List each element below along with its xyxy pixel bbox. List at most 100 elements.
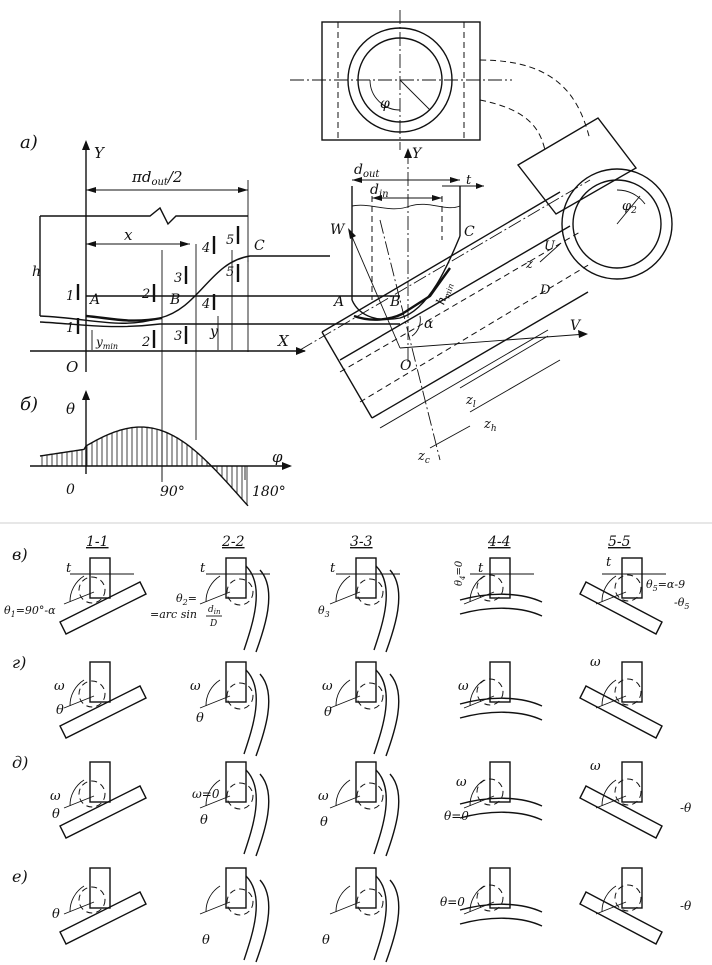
dim-h-label: h	[32, 264, 41, 280]
theta1-label: θ	[4, 604, 11, 617]
d-minus-theta-5: -θ	[680, 801, 692, 815]
side-pipe: φ2	[516, 117, 673, 280]
svg-text:-θ5: -θ5	[674, 596, 689, 611]
section-sketch	[329, 557, 400, 653]
section-sketch	[459, 557, 543, 617]
section-sketch	[59, 867, 147, 945]
panel-label-a: а)	[20, 132, 38, 153]
section-marker-4a: 4	[201, 241, 210, 256]
section-sketch	[59, 557, 147, 635]
zh-sub: h	[491, 424, 497, 434]
section-sketch	[579, 867, 663, 945]
section-sketch-grid	[59, 557, 666, 963]
section-sketch	[459, 661, 543, 721]
zl-sub: l	[473, 400, 476, 410]
origin-label: O	[66, 358, 78, 376]
hmin-label: h	[433, 295, 449, 307]
g-omega-4: ω	[458, 679, 469, 694]
tick-90-label: 90°	[160, 484, 185, 500]
section-sketch	[199, 557, 270, 653]
svg-text:hmin: hmin	[433, 280, 455, 307]
right-origin-label: O	[400, 358, 412, 374]
d-theta-3: θ	[320, 815, 328, 830]
section-header-5: 5-5	[608, 534, 631, 550]
panel-label-b: б)	[20, 394, 38, 415]
e-minus-theta-5: -θ	[680, 899, 692, 913]
section-marker-1b: 1	[66, 321, 74, 336]
panel-label-g: г)	[12, 653, 26, 672]
e-theta-2: θ	[202, 933, 210, 948]
dim-half-circumference-sub: out	[151, 177, 168, 188]
section-sketch	[329, 761, 400, 857]
theta5-label: θ	[646, 578, 653, 591]
d-theta-2: θ	[200, 813, 208, 828]
d-in-sub: in	[379, 189, 389, 200]
t-label-1: t	[66, 561, 72, 576]
d-omega-1: ω	[50, 789, 61, 804]
dim-y-label: y	[209, 324, 219, 340]
panel-label-e: е)	[12, 867, 28, 886]
phi2-sub: 2	[630, 206, 637, 216]
zl-label: z	[465, 393, 473, 408]
g-omega-5: ω	[590, 655, 601, 670]
section-markers: 1 1 2 2 3 3 4 4 5 5	[66, 226, 240, 350]
section-sketch	[199, 661, 270, 757]
e-theta0-4: θ=0	[440, 895, 465, 909]
theta2-arc: =arc sin	[150, 608, 197, 621]
theta1-expr: =90°-α	[16, 604, 56, 617]
g-theta-2: θ	[196, 711, 204, 726]
section-row-labels: в) г) д) е)	[12, 545, 28, 886]
pipe-intersection-view: φ φ2 Y	[290, 10, 673, 466]
t-label-2: t	[200, 561, 206, 576]
svg-text:zh: zh	[483, 417, 497, 434]
zc-sub: c	[425, 456, 430, 466]
right-point-B: B	[389, 294, 400, 310]
row-d-labels: ω θ ω=0 θ ω θ ω θ=0 ω -θ	[50, 759, 692, 830]
svg-text:θ3: θ3	[318, 604, 330, 619]
d-out-label: d	[354, 162, 363, 178]
section-marker-1a: 1	[66, 289, 74, 304]
theta-plot: б) θ φ 0 90° 180°	[20, 390, 292, 507]
g-omega-1: ω	[54, 679, 65, 694]
d-in-label: d	[370, 182, 379, 198]
point-B: B	[169, 292, 180, 308]
x-axis-label: X	[277, 332, 290, 350]
svg-text:zl: zl	[465, 393, 476, 410]
theta2-frac-top: d	[208, 605, 214, 615]
section-sketch	[199, 761, 270, 857]
g-omega-3: ω	[322, 679, 333, 694]
z-label: z	[525, 257, 533, 272]
theta5-expr: =α-9	[658, 578, 685, 591]
right-y-axis-label: Y	[412, 146, 423, 162]
theta4-label: θ	[454, 580, 465, 586]
dim-half-circumference-tail: /2	[166, 168, 183, 186]
section-header-3: 3-3	[350, 534, 373, 550]
run-pipe: W V O α hmin U z D zl zh	[299, 179, 591, 466]
t-label-right: t	[466, 173, 472, 188]
svg-text:φ2: φ2	[622, 199, 637, 216]
panel-label-d: д)	[12, 753, 28, 772]
section-marker-3a: 3	[174, 271, 182, 286]
g-theta-3: θ	[324, 705, 332, 720]
top-pipe: φ	[290, 10, 591, 151]
section-marker-3b: 3	[174, 329, 182, 344]
y-axis-label: Y	[94, 144, 106, 162]
section-marker-5b: 5	[226, 265, 234, 280]
svg-text:θ4=0: θ4=0	[454, 560, 467, 586]
d-theta0-4: θ=0	[444, 809, 469, 823]
d-omega-5: ω	[590, 759, 601, 774]
e-theta-1: θ	[52, 907, 60, 922]
v-axis-label: V	[570, 318, 582, 334]
theta-axis-label: θ	[66, 400, 75, 418]
tick-180-label: 180°	[252, 484, 286, 500]
phi-label-top: φ	[380, 96, 390, 112]
svg-text:θ1=90°-α: θ1=90°-α	[4, 604, 56, 619]
theta3-label: θ	[318, 604, 325, 617]
right-point-A: A	[332, 294, 344, 310]
row-v-labels: t t t t t θ1=90°-α θ2= =arc sin din D θ3…	[4, 555, 689, 629]
svg-text:din: din	[208, 605, 221, 616]
d-omega-3: ω	[318, 789, 329, 804]
section-marker-2a: 2	[141, 287, 150, 302]
section-header-2: 2-2	[221, 534, 245, 550]
